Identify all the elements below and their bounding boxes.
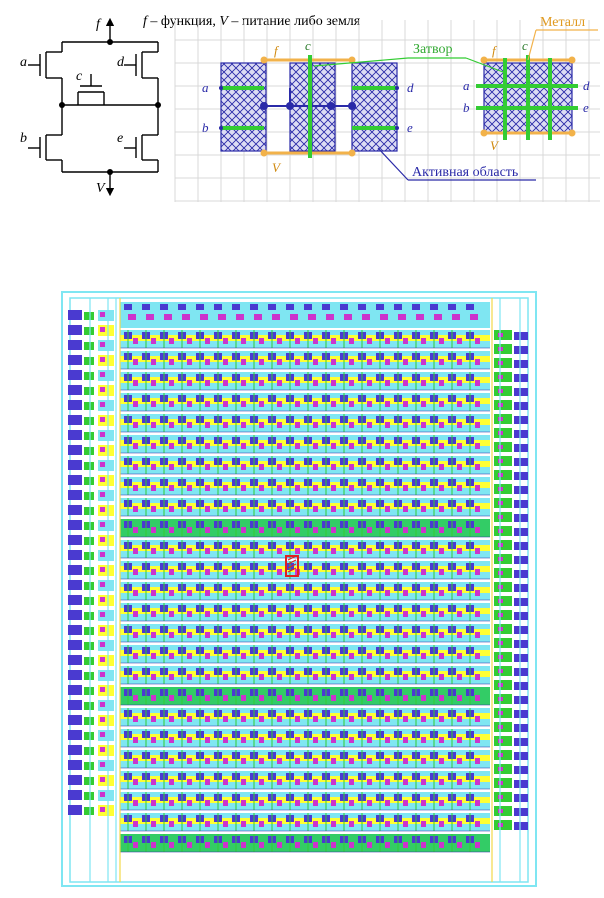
cell1-label-f: f	[274, 43, 280, 58]
cell2-label-a: a	[463, 78, 470, 93]
schematic-junction-dots	[59, 39, 161, 175]
cell2-label-c: c	[522, 38, 528, 53]
cell2-label-d: d	[583, 78, 590, 93]
transistor-schematic	[28, 17, 159, 197]
gate-e-label: e	[117, 131, 123, 146]
callouts: Металл Затвор Активная область	[313, 15, 598, 181]
cell2-label-f: f	[492, 43, 498, 58]
gate-b-label: b	[20, 131, 27, 146]
cell1-label-b: b	[202, 120, 209, 135]
cell-layout-1: a b c d e f V	[202, 38, 414, 175]
schematic-labels: f V a b c d e	[20, 17, 125, 196]
cell-layout-2: a b c d e f V	[463, 38, 590, 153]
terminal-v-label: V	[96, 181, 106, 196]
gate-d-label: d	[117, 55, 125, 70]
cell2-label-b: b	[463, 100, 470, 115]
cell2-label-v: V	[490, 138, 500, 153]
cell1-label-v: V	[272, 160, 282, 175]
cell1-label-e: e	[407, 120, 413, 135]
active-area-label: Активная область	[412, 165, 518, 180]
gate-c-label: c	[76, 69, 83, 84]
cell1-label-d: d	[407, 80, 414, 95]
cell2-label-e: e	[583, 100, 589, 115]
caption: f – функция, V – питание либо земля	[143, 14, 361, 29]
cell1-label-c: c	[305, 38, 311, 53]
schematic-and-cell-layout: f – функция, V – питание либо земля	[20, 14, 600, 202]
gate-label: Затвор	[413, 42, 453, 57]
gate-a-label: a	[20, 55, 27, 70]
terminal-f-label: f	[96, 17, 102, 32]
chip-layout	[61, 291, 537, 887]
metal-label: Металл	[540, 15, 585, 30]
cell1-label-a: a	[202, 80, 209, 95]
